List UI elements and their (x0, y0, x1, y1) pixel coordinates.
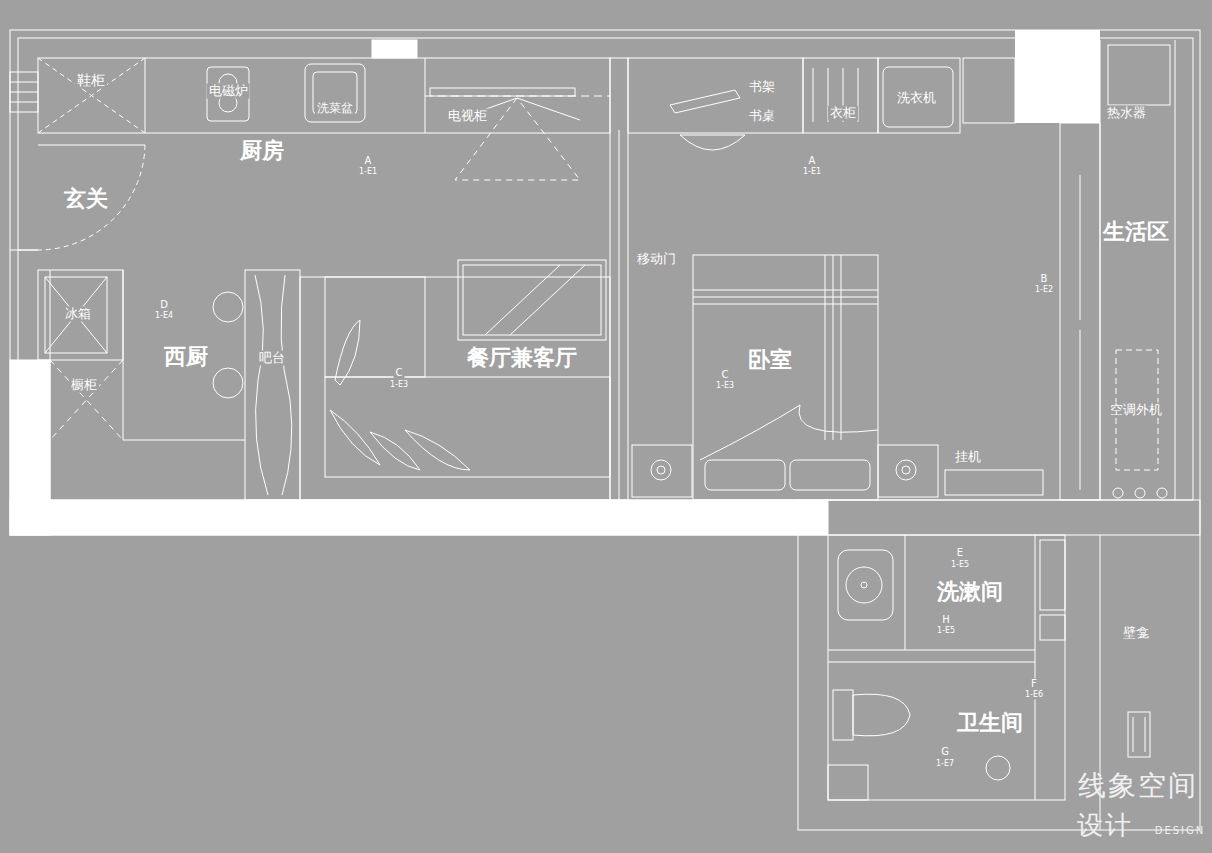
part-label: 移动门 (635, 252, 678, 267)
callout-letter: H (940, 614, 952, 626)
callout-letter: A (363, 155, 374, 167)
part-label: 电磁炉 (207, 84, 250, 99)
callout-number: 1-E4 (153, 311, 175, 320)
callout-number: 1-E7 (934, 759, 956, 768)
callout-number: 1-E3 (388, 380, 410, 389)
part-label: 鞋柜 (75, 72, 107, 88)
room-name: 生活区 (1101, 219, 1171, 244)
callout-number: 1-E5 (949, 560, 971, 569)
watermark: 设计 (1075, 811, 1135, 841)
callout-letter: F (1029, 678, 1039, 690)
room-name: 卧室 (746, 347, 794, 372)
callout-letter: C (720, 369, 731, 381)
callout-letter: C (394, 367, 405, 379)
room-name: 西厨 (162, 344, 210, 369)
callout-number: 1-E3 (714, 381, 736, 390)
part-label: 电视柜 (446, 109, 489, 124)
part-label: 壁龛 (1121, 626, 1151, 641)
room-name: 厨房 (238, 138, 286, 163)
callout-number: 1-E1 (357, 167, 379, 176)
callout-letter: B (1039, 273, 1050, 285)
callout-letter: A (807, 155, 818, 167)
part-label: 洗菜盆 (315, 102, 355, 116)
part-label: 衣柜 (828, 106, 858, 121)
part-label: 书架 (747, 80, 777, 95)
callout-letter: D (158, 299, 170, 311)
room-name: 餐厅兼客厅 (465, 345, 579, 370)
callout-letter: E (955, 547, 965, 559)
part-label: 吧台 (257, 351, 287, 366)
callout-number: 1-E2 (1033, 285, 1055, 294)
room-name: 卫生间 (955, 710, 1025, 735)
part-label: 空调外机 (1108, 403, 1164, 418)
part-label: 书桌 (747, 109, 777, 124)
callout-letter: G (939, 746, 951, 758)
callout-number: 1-E5 (935, 626, 957, 635)
watermark: DESIGN (1153, 825, 1208, 837)
part-label: 热水器 (1105, 106, 1148, 121)
room-name: 玄关 (62, 186, 110, 211)
part-label: 冰箱 (63, 307, 93, 322)
part-label: 洗衣机 (895, 91, 938, 106)
callout-number: 1-E6 (1023, 690, 1045, 699)
room-name: 洗漱间 (935, 579, 1005, 604)
part-label: 橱柜 (69, 378, 99, 393)
callout-number: 1-E1 (801, 167, 823, 176)
watermark: 线象空间 (1076, 770, 1200, 802)
part-label: 挂机 (953, 450, 983, 465)
